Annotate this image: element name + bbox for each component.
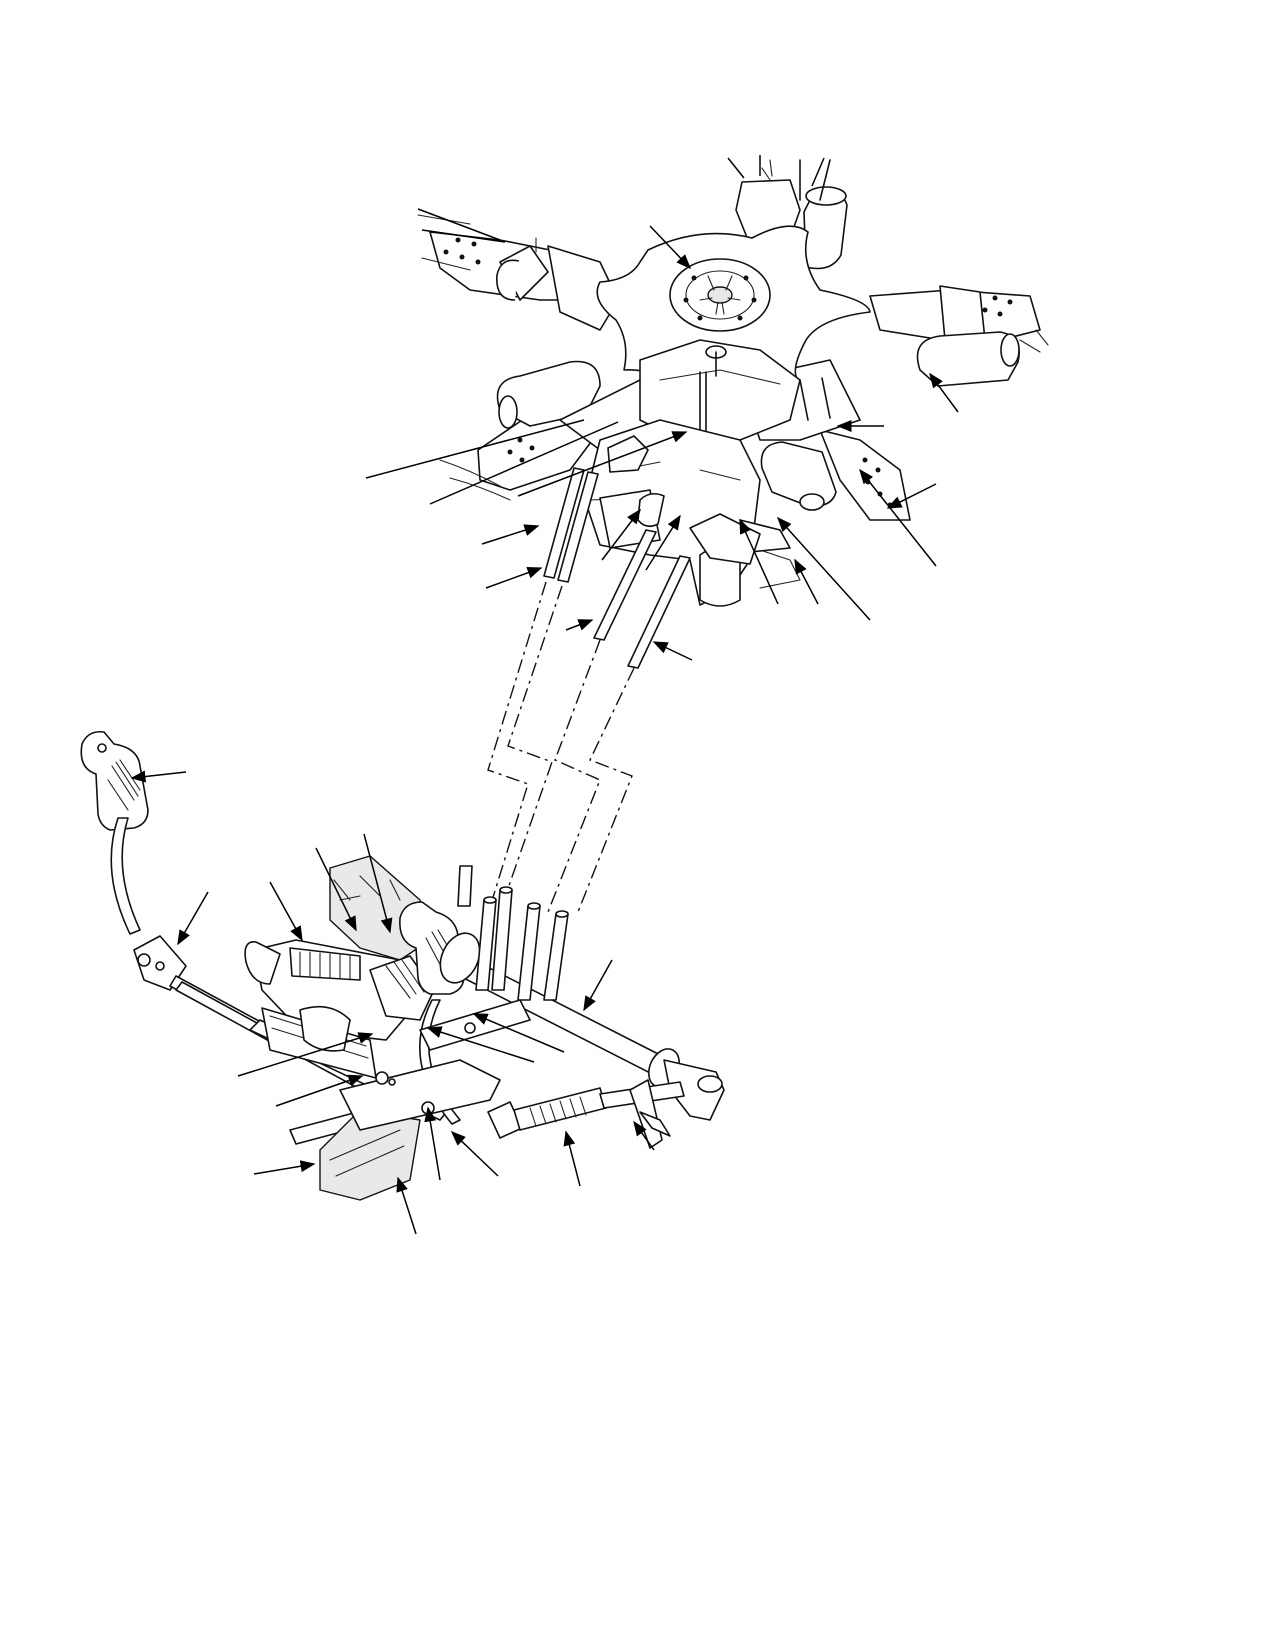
callout-leader-c1	[417, 208, 501, 241]
callout-leader-c32	[275, 1074, 364, 1107]
callout-leader-c10	[859, 468, 937, 567]
callout-leader-c20	[645, 514, 681, 571]
callout-leader-c33	[450, 1130, 499, 1177]
callout-leader-c21	[565, 619, 594, 631]
pedal-shaft-right	[487, 1079, 685, 1149]
callout-leader-c34	[424, 1106, 441, 1181]
callout-leader-c2	[421, 229, 506, 243]
main-rotor-head	[417, 159, 1049, 669]
callout-leader-c26	[315, 847, 357, 932]
callout-leader-c23	[130, 770, 187, 783]
callout-leader-c9	[886, 483, 937, 509]
callout-leader-c27	[363, 833, 393, 934]
callout-leader-c16	[517, 431, 688, 497]
callout-leader-c5	[811, 157, 825, 187]
callout-leader-c35	[253, 1160, 316, 1175]
callout-leader-c13	[739, 518, 779, 605]
callout-leader-c38	[633, 1120, 655, 1151]
callout-leader-c18	[485, 566, 543, 589]
callout-leader-c15	[429, 421, 619, 505]
callout-leader-c30	[426, 1026, 535, 1063]
callout-leader-c14	[365, 419, 585, 479]
callout-leader-c11	[776, 516, 871, 621]
callout-leader-c24	[177, 891, 209, 946]
callout-leader-c7	[929, 372, 959, 413]
callout-leader-c29	[472, 1013, 565, 1053]
callout-leader-c31	[237, 1032, 374, 1077]
callout-leader-c37	[563, 1130, 581, 1187]
phantom-connection-lines	[485, 581, 635, 921]
callout-leader-c36	[396, 1176, 417, 1235]
callout-leader-c12	[794, 558, 819, 605]
rotor-blade-right	[869, 285, 1049, 387]
callout-leader-c28	[583, 959, 613, 1012]
hub-body	[639, 339, 801, 441]
control-console	[244, 855, 435, 1079]
cyclic-grip-left	[80, 730, 149, 935]
lower-assembly	[289, 999, 531, 1201]
rotor-blade-top	[735, 159, 848, 270]
callout-leader-c25	[269, 881, 303, 942]
callout-leaders	[130, 155, 959, 1235]
cockpit-controls	[80, 730, 725, 1201]
rotor-blade-left	[417, 214, 619, 331]
callout-leader-c22	[652, 641, 693, 661]
callout-leader-c17	[481, 524, 540, 545]
callout-leader-c19	[601, 508, 641, 561]
callout-leader-c6	[649, 225, 692, 270]
vertical-tubes	[457, 865, 569, 1001]
callout-leader-c3	[727, 157, 745, 179]
